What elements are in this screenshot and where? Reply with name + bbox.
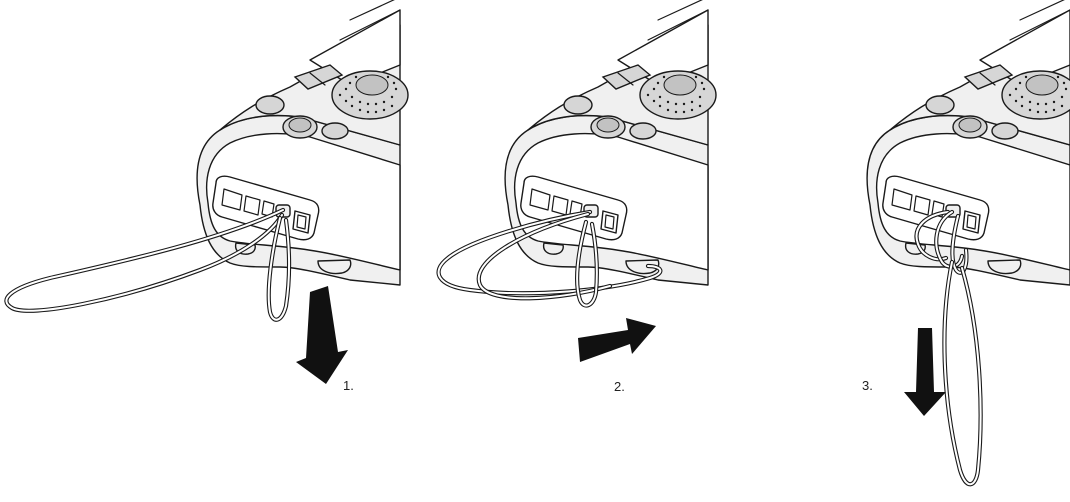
step-3-strap — [914, 209, 983, 487]
step-2-illustration — [436, 0, 717, 362]
step-3-down-arrow — [904, 328, 946, 416]
step-1-illustration — [4, 0, 409, 384]
step-1-strap — [4, 207, 292, 322]
step-1-label: 1. — [343, 378, 354, 393]
step-2-right-arrow — [578, 318, 656, 362]
step-2-label: 2. — [614, 379, 625, 394]
step-1-down-arrow — [296, 286, 348, 384]
step-2-strap — [436, 209, 663, 308]
step-3-illustration — [866, 0, 1070, 487]
step-3-label: 3. — [862, 378, 873, 393]
